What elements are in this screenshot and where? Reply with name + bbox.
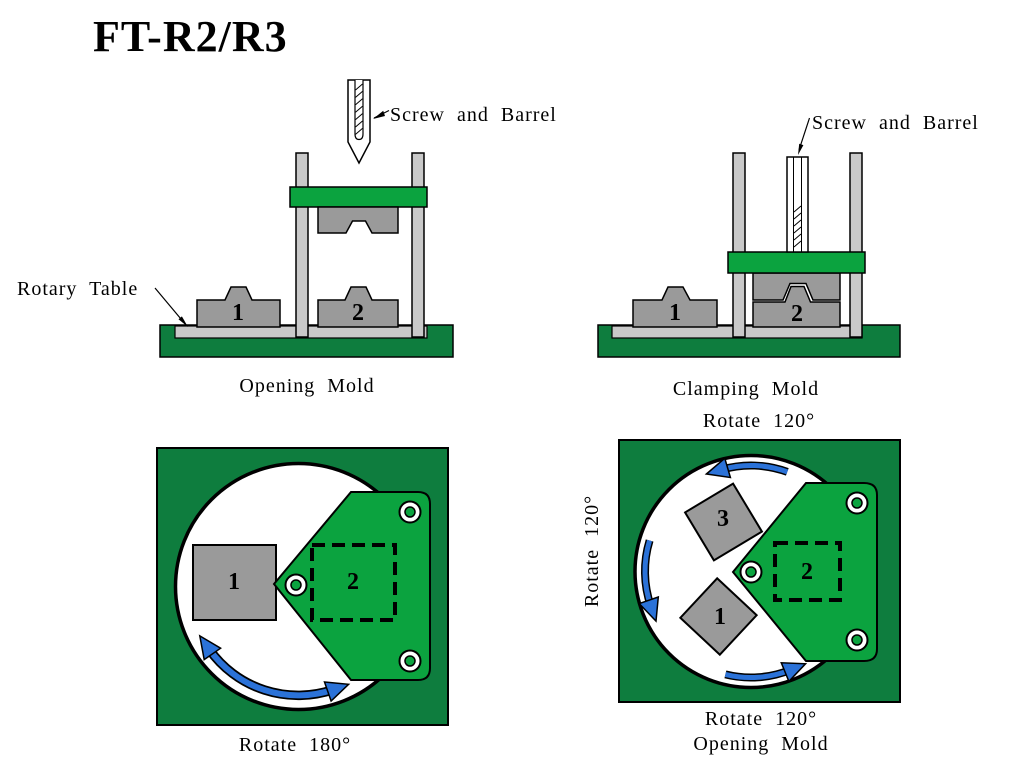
- rotation-arrow-120-bottom: [724, 662, 808, 683]
- rotate-180-diagram-drawing: [156, 447, 449, 726]
- press-head-plate: [731, 482, 878, 662]
- tie-bar-right: [411, 152, 425, 338]
- caption-rotate-120-bottom: Rotate 120°: [704, 708, 818, 730]
- lower-mold-2: [317, 286, 399, 328]
- mold-number-1: 1: [714, 604, 726, 630]
- bolt-holes: [284, 500, 422, 673]
- screw-barrel-icon: [347, 79, 371, 165]
- rotate-120-diagram-drawing: [618, 439, 901, 703]
- lower-mold-1: [196, 286, 281, 328]
- rotation-arrow-120-top: [704, 456, 789, 479]
- mold-2-dashed-position: [773, 541, 842, 602]
- mold-number-1: 1: [669, 300, 681, 326]
- rotary-table-label: Rotary Table: [17, 278, 139, 300]
- rotation-arrow-180: [198, 634, 351, 703]
- mold-number-1: 1: [228, 569, 240, 595]
- moving-platen: [727, 251, 866, 274]
- caption-rotate-180: Rotate 180°: [238, 734, 352, 756]
- screw-label-leader: [373, 109, 390, 119]
- bolt-holes: [739, 491, 869, 652]
- mold-3-top-view: [683, 482, 764, 562]
- caption-clamping-mold: Clamping Mold: [672, 378, 820, 400]
- clamping-machine-drawing: [597, 117, 901, 358]
- mold-number-2: 2: [801, 559, 813, 585]
- mold-2-dashed-position: [310, 543, 397, 622]
- rotary-table-leader: [154, 287, 188, 327]
- screw-barrel-label-clamping: Screw and Barrel: [812, 112, 979, 134]
- lower-mold-2: [752, 285, 841, 328]
- upper-mold: [317, 206, 399, 234]
- page-title: FT-R2/R3: [93, 12, 288, 61]
- tie-bar-right: [849, 152, 863, 338]
- mold-number-1: 1: [232, 300, 244, 326]
- mold-number-2: 2: [347, 569, 359, 595]
- screw-barrel-icon: [786, 156, 809, 253]
- press-head-plate: [272, 491, 431, 681]
- mold-number-2: 2: [791, 301, 803, 327]
- lower-mold-1: [632, 286, 718, 328]
- caption-opening-mold: Opening Mold: [239, 375, 375, 397]
- mold-number-2: 2: [352, 300, 364, 326]
- caption-opening-mold-sub: Opening Mold: [693, 733, 829, 755]
- screw-barrel-label-opening: Screw and Barrel: [390, 104, 557, 126]
- rotation-arrow-120-left: [637, 539, 660, 623]
- mold-1-top-view: [678, 576, 759, 657]
- screw-label-leader: [798, 117, 811, 155]
- caption-rotate-120-left: Rotate 120°: [581, 494, 603, 608]
- caption-rotate-120-top: Rotate 120°: [702, 410, 816, 432]
- tie-bar-left: [295, 152, 309, 338]
- mold-1-top-view: [192, 544, 277, 621]
- tie-bar-left: [732, 152, 746, 338]
- upper-mold-clamped: [752, 272, 841, 301]
- mold-number-3: 3: [717, 506, 729, 532]
- opening-machine-drawing: [154, 79, 454, 358]
- moving-platen: [289, 186, 428, 208]
